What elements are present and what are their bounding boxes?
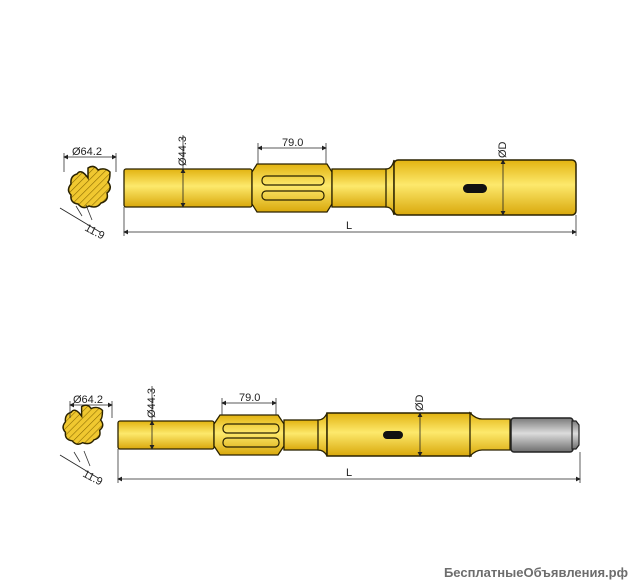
- top-shank: Ø44.3 79.0 ØD L: [123, 135, 577, 236]
- top-spline-width: 11.9: [83, 222, 107, 242]
- top-flush-hole: [463, 184, 487, 193]
- bottom-thread-end: [510, 417, 574, 453]
- top-cross-section: Ø64.2 11.9: [59, 146, 117, 242]
- bottom-cross-section: Ø64.2 11.9: [59, 394, 113, 488]
- bottom-flush-hole: [383, 431, 403, 439]
- top-body-diameter: ØD: [497, 141, 509, 158]
- bottom-shank: Ø44.3 79.0 ØD L: [117, 386, 581, 483]
- top-shaft-diameter: Ø44.3: [177, 136, 189, 166]
- bottom-shaft-diameter: Ø44.3: [146, 388, 158, 418]
- top-drawing: Ø64.2 11.9 Ø44.3 79.0: [59, 135, 577, 242]
- top-spline-length: 79.0: [282, 137, 303, 149]
- watermark: БесплатныеОбъявления.рф: [443, 565, 628, 580]
- bottom-body-diameter: ØD: [414, 394, 426, 411]
- bottom-spline-width: 11.9: [81, 468, 105, 488]
- bottom-length: L: [346, 467, 352, 479]
- bottom-drawing: Ø64.2 11.9 Ø44.3 79.0: [59, 386, 581, 488]
- top-section-diameter: Ø64.2: [72, 146, 102, 158]
- top-length: L: [346, 220, 352, 232]
- bottom-section-diameter: Ø64.2: [73, 394, 103, 406]
- bottom-spline-length: 79.0: [239, 392, 260, 404]
